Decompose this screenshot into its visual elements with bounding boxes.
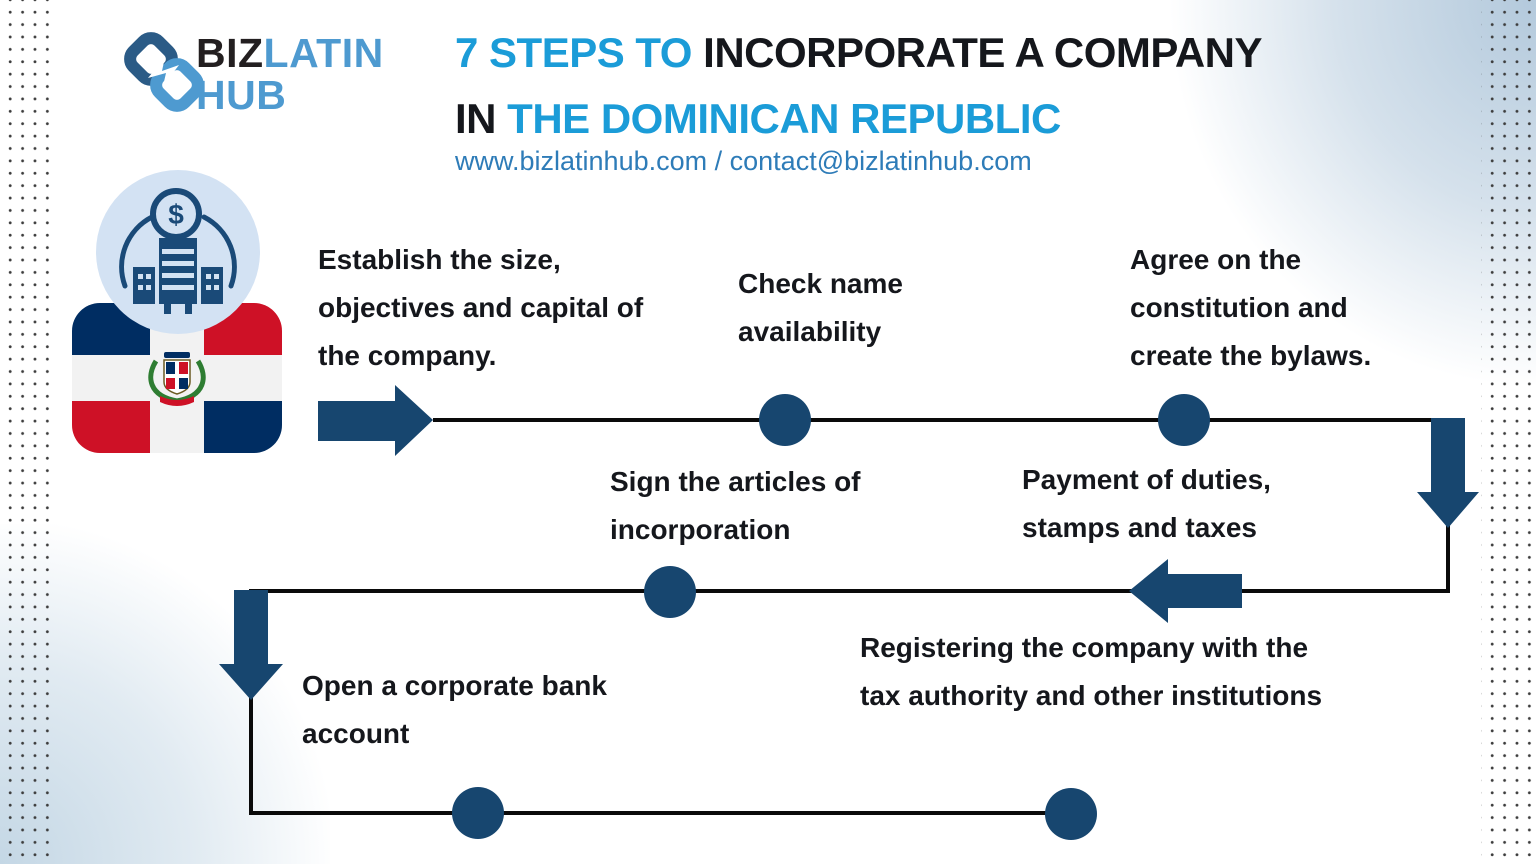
logo-word-biz: BIZ: [196, 30, 264, 76]
dollar-coin-icon: [150, 188, 202, 240]
title-line-1: 7 STEPS TO INCORPORATE A COMPANY: [455, 29, 1263, 76]
page-title: 7 STEPS TO INCORPORATE A COMPANY IN THE …: [455, 20, 1355, 152]
step-label-constitution: Agree on the constitution and create the…: [1130, 244, 1372, 371]
flow-arrow-down-left-icon: [219, 590, 283, 700]
website-link[interactable]: www.bizlatinhub.com: [455, 146, 708, 176]
flow-arrow-right-icon: [318, 385, 433, 456]
step-label-establish: Establish the size, objectives and capit…: [318, 244, 644, 371]
flow-arrow-left-icon: [1129, 559, 1242, 623]
title-line-2: IN THE DOMINICAN REPUBLIC: [455, 95, 1061, 142]
bizlatinhub-logo-icon: [118, 26, 210, 123]
company-capital-icon: $: [96, 170, 260, 339]
step-label-payment: Payment of duties, stamps and taxes: [1022, 464, 1271, 543]
step-label-registering: Registering the company with the tax aut…: [860, 632, 1323, 711]
logo-bolt-icon: [148, 57, 179, 86]
step-dot: [1045, 788, 1097, 840]
step-label-bank-account: Open a corporate bank account: [302, 670, 607, 749]
step-dot: [1158, 394, 1210, 446]
buildings-icon: [133, 238, 223, 314]
step-label-sign-articles: Sign the articles of incorporation: [610, 466, 861, 545]
logo-word-hub: HUB: [196, 72, 287, 118]
step-label-check-name: Check name availability: [738, 268, 903, 347]
left-dot-pattern: [0, 0, 58, 864]
logo-wordmark: BIZLATIN HUB: [196, 32, 384, 116]
email-link[interactable]: contact@bizlatinhub.com: [729, 146, 1032, 176]
contact-line: www.bizlatinhub.com / contact@bizlatinhu…: [455, 146, 1032, 176]
logo-word-latin: LATIN: [263, 30, 384, 76]
top-right-gradient: [1166, 0, 1536, 390]
coat-of-arms-icon: [148, 352, 206, 406]
dollar-symbol: $: [168, 199, 184, 230]
right-dot-pattern: [1481, 0, 1536, 864]
flow-arrow-down-right-icon: [1417, 418, 1479, 528]
step-dot: [759, 394, 811, 446]
step-dot: [644, 566, 696, 618]
step-dot: [452, 787, 504, 839]
